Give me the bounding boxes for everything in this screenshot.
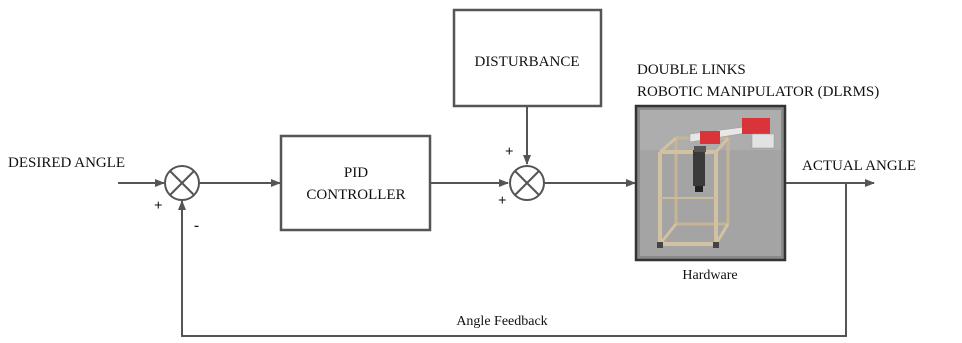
plant-title-line1: DOUBLE LINKS — [637, 62, 746, 78]
summing-junction-1 — [164, 165, 200, 201]
hardware-caption: Hardware — [682, 268, 737, 283]
disturbance-block — [452, 8, 603, 108]
sum1-minus-sign: - — [194, 218, 199, 234]
controller-label: CONTROLLER — [306, 187, 405, 203]
pid-label: PID — [344, 165, 368, 181]
sum1-plus-sign: + — [154, 198, 163, 214]
sum2-plus-top-sign: + — [505, 144, 514, 160]
disturbance-label: DISTURBANCE — [474, 54, 579, 70]
desired-angle-label: DESIRED ANGLE — [8, 155, 125, 171]
plant-title-line2: ROBOTIC MANIPULATOR (DLRMS) — [637, 84, 879, 100]
feedback-path — [178, 183, 847, 337]
sum2-plus-left-sign: + — [498, 193, 507, 209]
pid-controller-block — [279, 134, 432, 232]
robot-manipulator-image — [657, 118, 775, 248]
angle-feedback-label: Angle Feedback — [456, 314, 547, 329]
summing-junction-2 — [509, 165, 545, 201]
actual-angle-label: ACTUAL ANGLE — [802, 158, 916, 174]
